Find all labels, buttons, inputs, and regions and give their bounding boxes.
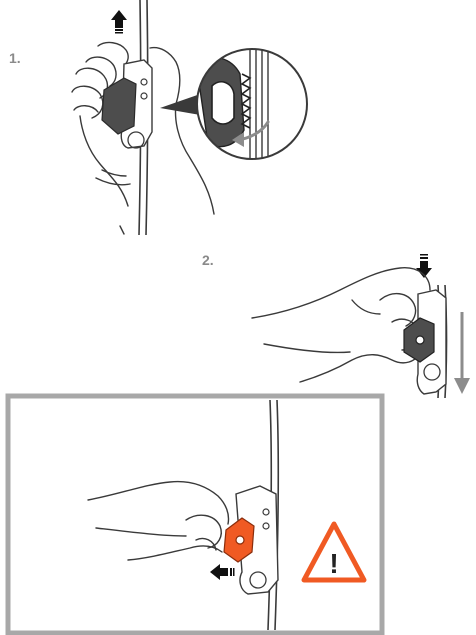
descender-device-step-3 xyxy=(224,486,278,594)
warning-symbol: ! xyxy=(329,548,338,579)
step-2-illustration xyxy=(252,254,470,398)
arrow-left-icon xyxy=(210,564,235,580)
detail-zoom-circle xyxy=(196,40,307,170)
warning-triangle-icon: ! xyxy=(304,524,364,580)
hand-step-3 xyxy=(88,482,229,560)
hand-step-2 xyxy=(252,268,430,382)
warning-frame xyxy=(8,396,382,633)
descender-device-step-1 xyxy=(102,60,152,148)
descender-device-step-2 xyxy=(404,290,446,394)
step-1-illustration xyxy=(72,0,307,235)
arrow-up-icon xyxy=(111,10,127,34)
warning-panel: ! xyxy=(8,396,382,633)
long-down-arrow-icon xyxy=(454,312,470,394)
